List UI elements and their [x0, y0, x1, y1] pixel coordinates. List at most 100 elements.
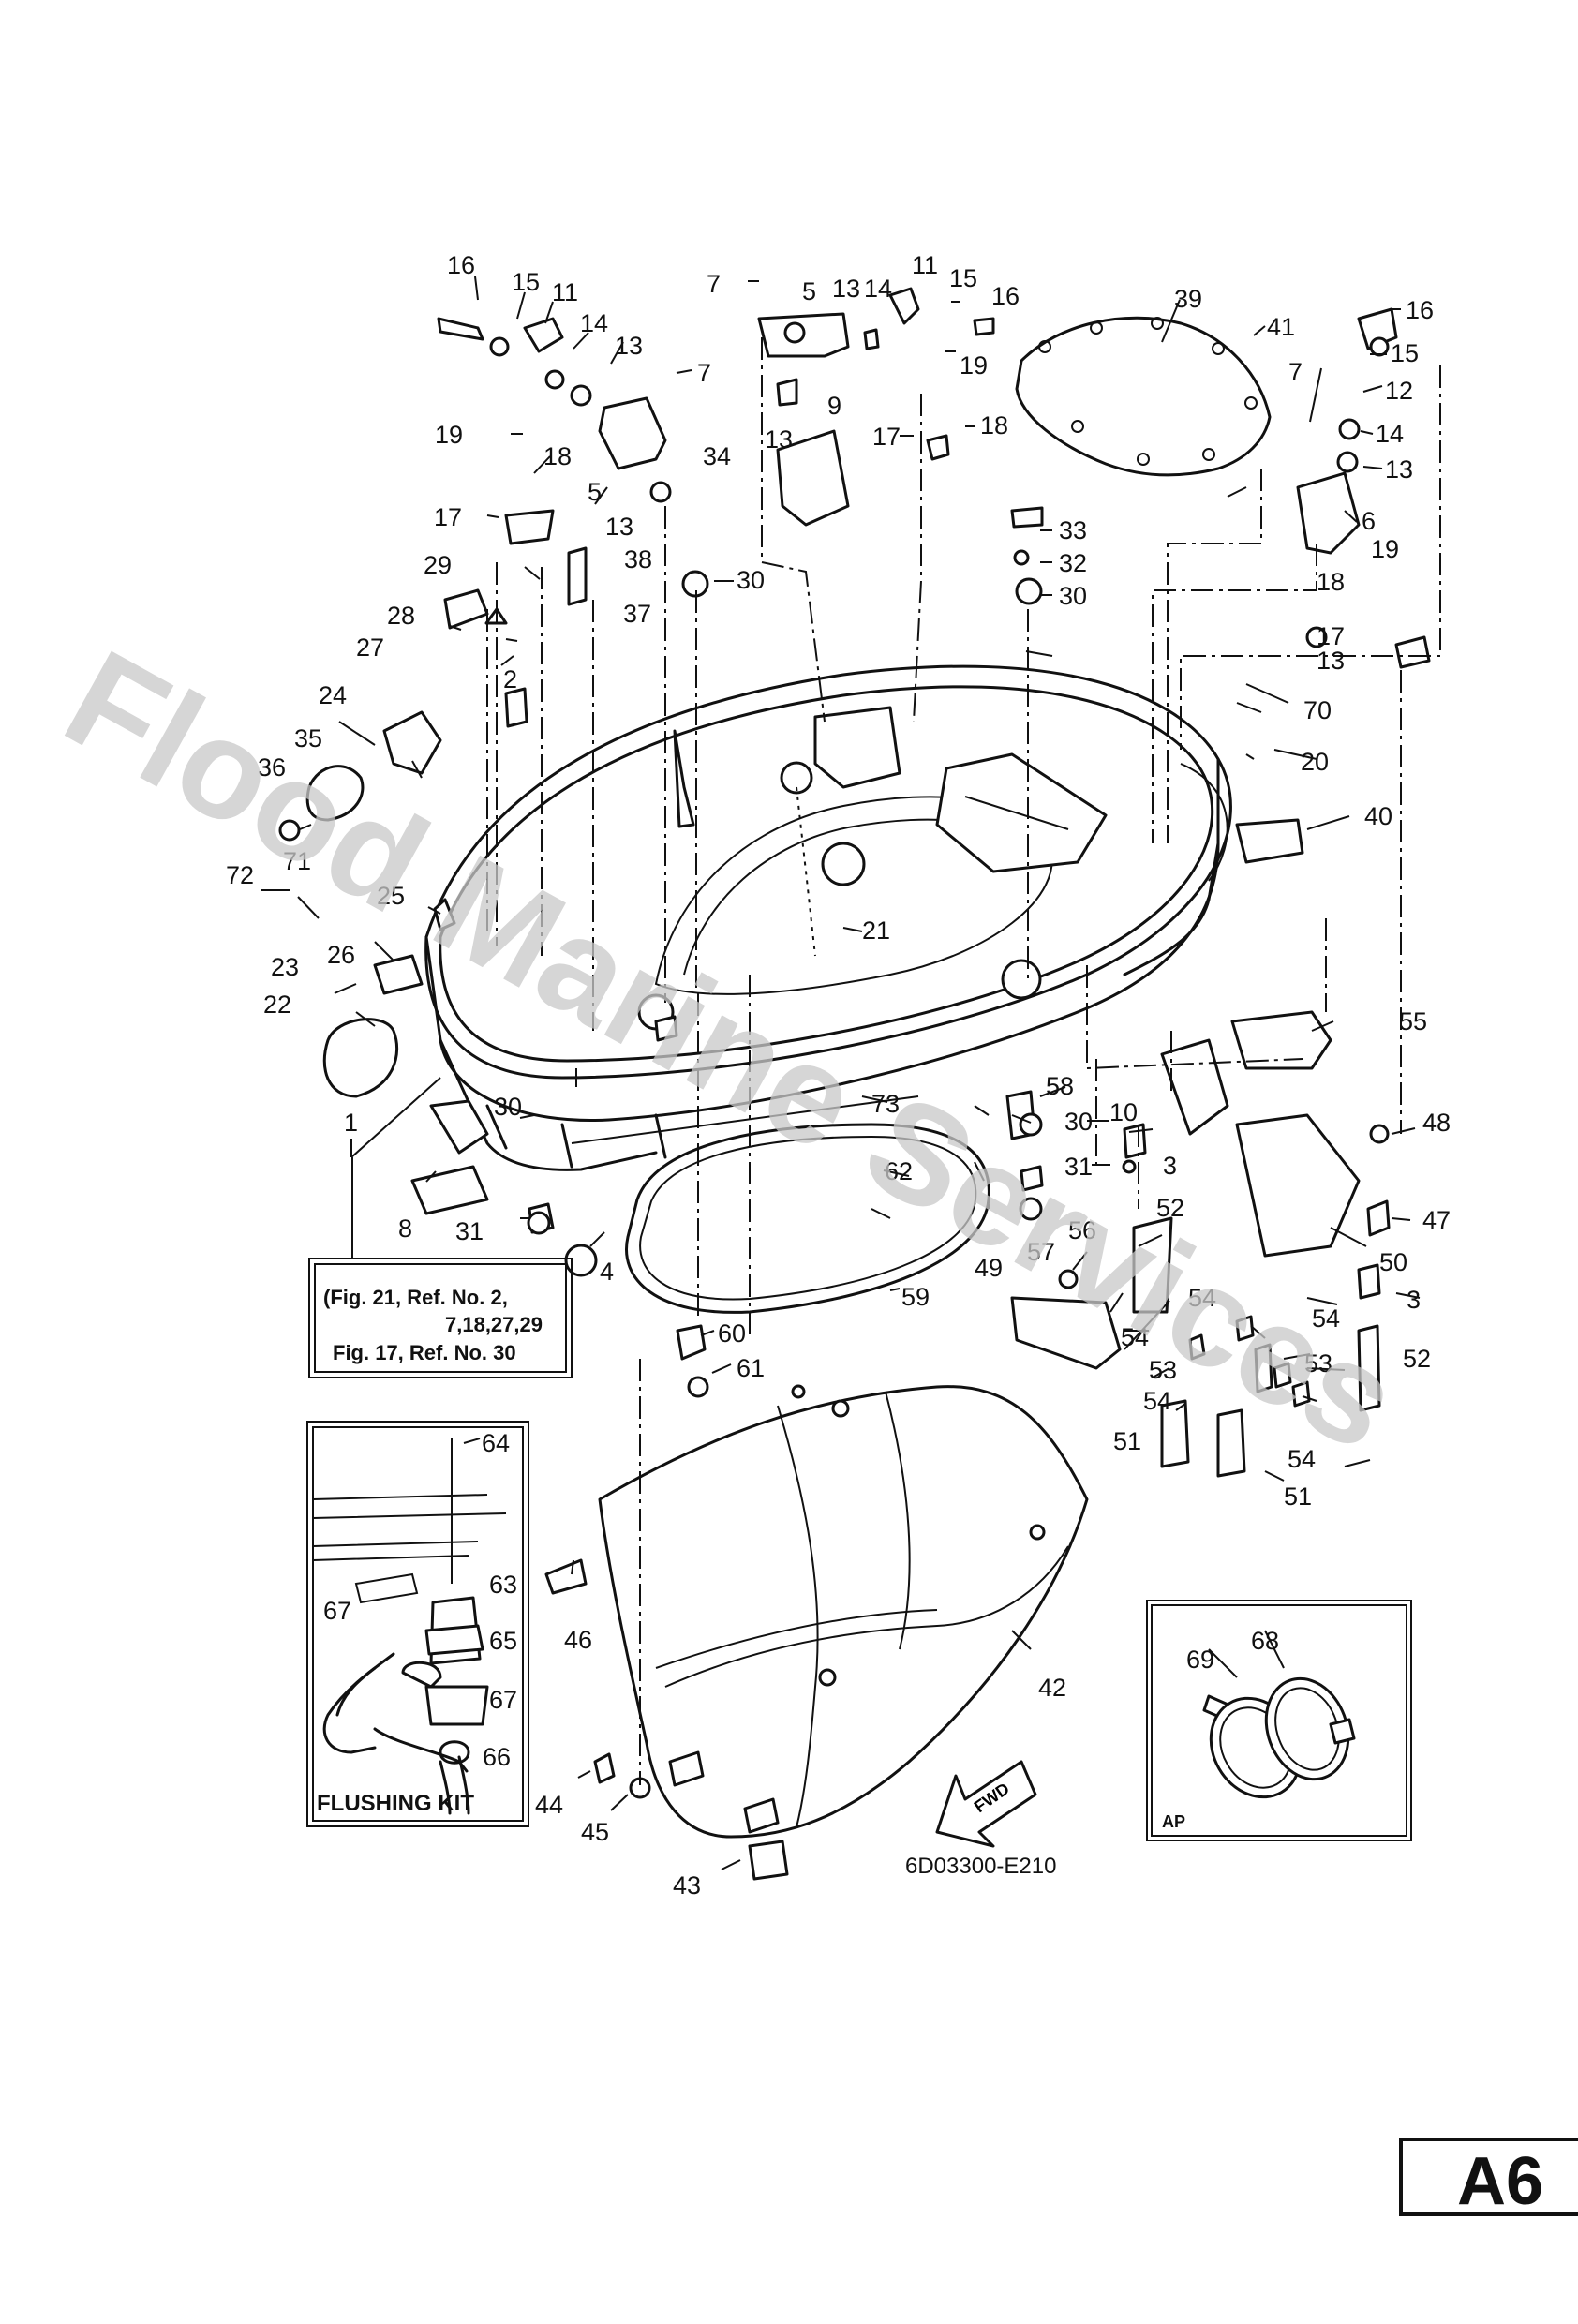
callout-24: 24 — [319, 681, 347, 709]
watermark: Flood Marine Services — [41, 619, 1422, 1481]
callout-72: 72 — [226, 861, 254, 889]
callout-18: 18 — [543, 442, 572, 470]
callout-30: 30 — [1059, 582, 1087, 610]
callout-16: 16 — [991, 282, 1020, 310]
callout-47: 47 — [1422, 1206, 1451, 1234]
callout-14: 14 — [1376, 420, 1404, 448]
callout-68: 68 — [1251, 1627, 1279, 1655]
callout-10: 10 — [1109, 1098, 1138, 1126]
callout-42: 42 — [1038, 1674, 1066, 1702]
note-line-1: (Fig. 21, Ref. No. 2, — [323, 1286, 508, 1309]
callout-15: 15 — [949, 264, 977, 292]
callout-65: 65 — [489, 1627, 517, 1655]
callout-13: 13 — [615, 332, 643, 360]
callout-25: 25 — [377, 882, 405, 910]
reference-note-box: (Fig. 21, Ref. No. 2, 7,18,27,29 Fig. 17… — [308, 1258, 573, 1378]
callout-28: 28 — [387, 602, 415, 630]
flushing-kit-inset: FLUSHING KIT — [306, 1421, 529, 1827]
callout-30: 30 — [737, 566, 765, 594]
callout-50: 50 — [1379, 1248, 1407, 1276]
callout-48: 48 — [1422, 1109, 1451, 1137]
note-line-3: Fig. 17, Ref. No. 30 — [333, 1341, 516, 1364]
callout-30: 30 — [1064, 1108, 1093, 1136]
callout-1: 1 — [344, 1109, 358, 1137]
flushing-kit-label: FLUSHING KIT — [317, 1791, 474, 1816]
callout-33: 33 — [1059, 516, 1087, 544]
callout-52: 52 — [1156, 1194, 1184, 1222]
callout-12: 12 — [1385, 377, 1413, 405]
callout-31: 31 — [455, 1217, 484, 1245]
callout-13: 13 — [605, 513, 633, 541]
callout-54: 54 — [1143, 1387, 1171, 1415]
callout-7: 7 — [1288, 358, 1303, 386]
ap-inset: AP — [1146, 1600, 1412, 1841]
fwd-label: FWD — [971, 1779, 1013, 1816]
callout-14: 14 — [864, 275, 892, 303]
callout-14: 14 — [580, 309, 608, 337]
callout-44: 44 — [535, 1791, 563, 1819]
callout-21: 21 — [862, 916, 890, 945]
callout-54: 54 — [1188, 1284, 1216, 1312]
fwd-arrow: FWD — [935, 1760, 1037, 1848]
callout-71: 71 — [283, 847, 311, 875]
callout-17: 17 — [872, 423, 901, 451]
callout-23: 23 — [271, 953, 299, 981]
callout-60: 60 — [718, 1319, 746, 1348]
callout-15: 15 — [512, 268, 540, 296]
leader-lines — [261, 276, 1441, 1870]
callout-45: 45 — [581, 1818, 609, 1846]
callout-69: 69 — [1186, 1646, 1214, 1674]
callout-9: 9 — [827, 392, 841, 420]
apron-part-42 — [598, 1384, 1089, 1839]
callout-labels: 16 15 11 14 13 7 19 18 5 13 17 38 29 37 … — [226, 251, 1451, 1899]
callout-61: 61 — [737, 1354, 765, 1382]
callout-19: 19 — [435, 421, 463, 449]
callout-34: 34 — [703, 442, 731, 470]
callout-4: 4 — [600, 1258, 614, 1286]
callout-37: 37 — [623, 600, 651, 628]
callout-46: 46 — [564, 1626, 592, 1654]
callout-18: 18 — [980, 411, 1008, 439]
callout-58: 58 — [1046, 1072, 1074, 1100]
ap-label: AP — [1162, 1812, 1185, 1831]
callout-51: 51 — [1284, 1482, 1312, 1511]
callout-35: 35 — [294, 724, 322, 752]
callout-31: 31 — [1064, 1153, 1093, 1181]
callout-16: 16 — [447, 251, 475, 279]
callout-67: 67 — [323, 1597, 351, 1625]
callout-2: 2 — [503, 665, 517, 693]
callout-38: 38 — [624, 545, 652, 574]
page-label: A6 — [1457, 2144, 1543, 2219]
callout-18: 18 — [1317, 568, 1345, 596]
callout-73: 73 — [871, 1090, 900, 1118]
callout-52: 52 — [1403, 1345, 1431, 1373]
callout-55: 55 — [1399, 1007, 1427, 1035]
callout-16: 16 — [1406, 296, 1434, 324]
callout-13: 13 — [1317, 647, 1345, 675]
callout-67: 67 — [489, 1686, 517, 1714]
callout-13: 13 — [1385, 455, 1413, 484]
callout-15: 15 — [1391, 339, 1419, 367]
callout-32: 32 — [1059, 549, 1087, 577]
page-label-box: A6 — [1399, 2138, 1578, 2219]
callout-54: 54 — [1288, 1445, 1316, 1473]
callout-3: 3 — [1407, 1286, 1421, 1314]
callout-30: 30 — [494, 1093, 522, 1121]
callout-27: 27 — [356, 633, 384, 662]
callout-29: 29 — [424, 551, 452, 579]
callout-20: 20 — [1301, 748, 1329, 776]
callout-49: 49 — [975, 1254, 1003, 1282]
callout-62: 62 — [885, 1157, 913, 1185]
callout-5: 5 — [588, 478, 602, 506]
callout-54: 54 — [1312, 1304, 1340, 1333]
callout-39: 39 — [1174, 285, 1202, 313]
note-line-2: 7,18,27,29 — [445, 1313, 543, 1336]
callout-41: 41 — [1267, 313, 1295, 341]
callout-53: 53 — [1304, 1349, 1332, 1378]
callout-17: 17 — [1317, 622, 1345, 650]
callout-17: 17 — [434, 503, 462, 531]
callout-19: 19 — [1371, 535, 1399, 563]
callout-54: 54 — [1121, 1323, 1149, 1351]
callout-66: 66 — [483, 1743, 511, 1771]
